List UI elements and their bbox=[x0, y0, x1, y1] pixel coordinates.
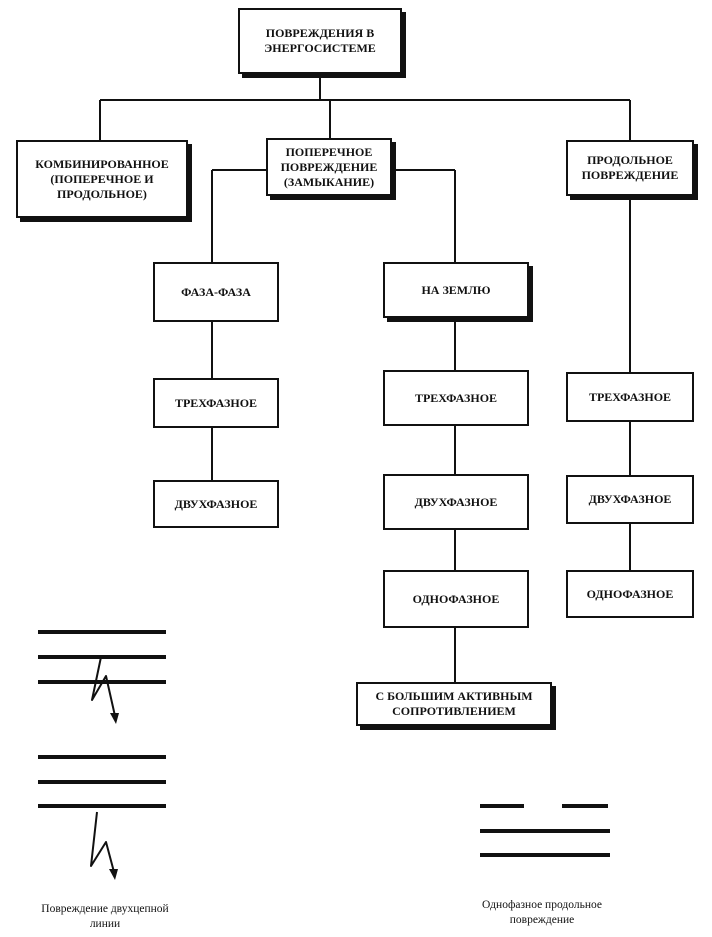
node-pp-two-phase: ДВУХФАЗНОЕ bbox=[153, 480, 279, 528]
node-pp-three-phase: ТРЕХФАЗНОЕ bbox=[153, 378, 279, 428]
node-phase-phase: ФАЗА-ФАЗА bbox=[153, 262, 279, 322]
caption-single-phase-longitudinal: Однофазное продольное повреждение bbox=[482, 899, 602, 926]
node-g-high-resistance: С БОЛЬШИМ АКТИВНЫМ СОПРОТИВЛЕНИЕМ bbox=[356, 682, 552, 726]
node-longitudinal: ПРОДОЛЬНОЕ ПОВРЕЖДЕНИЕ bbox=[566, 140, 694, 196]
node-g-single-phase: ОДНОФАЗНОЕ bbox=[383, 570, 529, 628]
node-l-three-phase: ТРЕХФАЗНОЕ bbox=[566, 372, 694, 422]
caption-double-circuit-fault: Повреждение двухцепной линии bbox=[41, 903, 169, 930]
node-root: ПОВРЕЖДЕНИЯ В ЭНЕРГОСИСТЕМЕ bbox=[238, 8, 402, 74]
node-to-ground: НА ЗЕМЛЮ bbox=[383, 262, 529, 318]
node-l-single-phase: ОДНОФАЗНОЕ bbox=[566, 570, 694, 618]
node-transverse: ПОПЕРЕЧНОЕ ПОВРЕЖДЕНИЕ (ЗАМЫКАНИЕ) bbox=[266, 138, 392, 196]
node-g-three-phase: ТРЕХФАЗНОЕ bbox=[383, 370, 529, 426]
node-l-two-phase: ДВУХФАЗНОЕ bbox=[566, 475, 694, 524]
node-combined: КОМБИНИРОВАННОЕ (ПОПЕРЕЧНОЕ И ПРОДОЛЬНОЕ… bbox=[16, 140, 188, 218]
node-g-two-phase: ДВУХФАЗНОЕ bbox=[383, 474, 529, 530]
